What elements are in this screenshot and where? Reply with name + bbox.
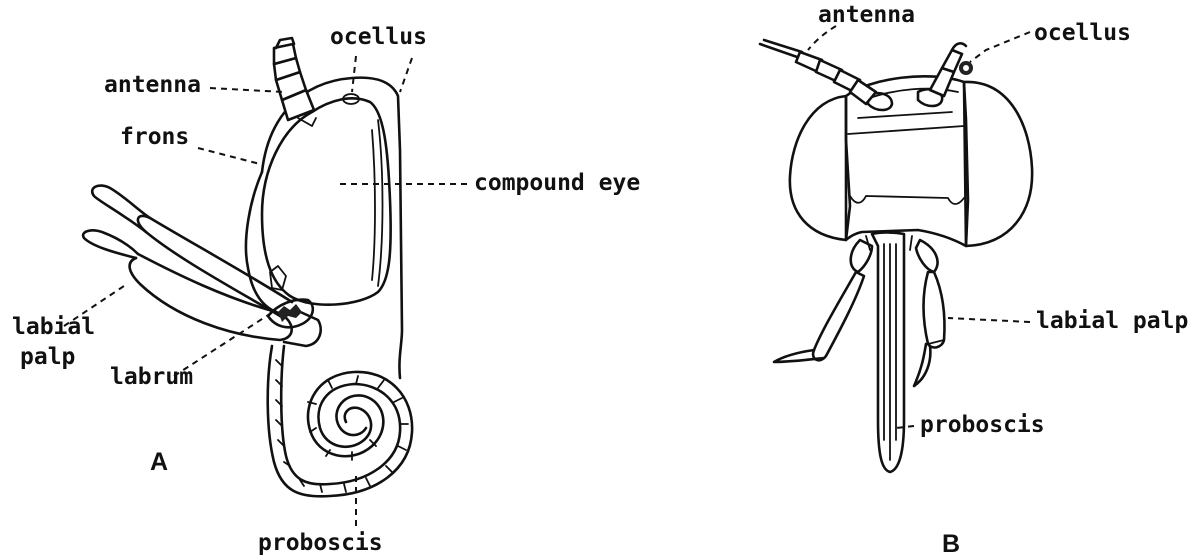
label-a-labial-palp-2: palp bbox=[20, 344, 75, 370]
proboscis-a bbox=[268, 346, 412, 496]
label-a-frons: frons bbox=[120, 124, 189, 150]
panel-b-drawing bbox=[760, 40, 1032, 472]
label-a-labial-palp-1: labial bbox=[12, 314, 95, 340]
panel-a-letter: A bbox=[150, 448, 168, 476]
labial-palp-a bbox=[83, 186, 321, 346]
label-a-compound-eye: compound eye bbox=[474, 170, 640, 196]
label-b-antenna: antenna bbox=[818, 2, 915, 28]
label-b-proboscis: proboscis bbox=[920, 412, 1045, 438]
label-a-proboscis: proboscis bbox=[258, 530, 383, 556]
antenna-a bbox=[274, 38, 316, 126]
label-b-ocellus: ocellus bbox=[1034, 20, 1131, 46]
antenna-b bbox=[760, 40, 973, 104]
compound-eye bbox=[262, 98, 391, 304]
label-a-ocellus: ocellus bbox=[330, 24, 427, 50]
panel-b-letter: B bbox=[942, 530, 960, 558]
proboscis-b bbox=[866, 233, 912, 473]
label-a-labrum: labrum bbox=[110, 364, 193, 390]
compound-eye-right-b bbox=[964, 82, 1032, 246]
compound-eye-left-b bbox=[790, 96, 850, 240]
labial-palp-b bbox=[774, 240, 945, 386]
label-b-labial-palp: labial palp bbox=[1036, 308, 1188, 334]
label-a-antenna: antenna bbox=[104, 72, 201, 98]
panel-a-drawing bbox=[83, 38, 412, 496]
